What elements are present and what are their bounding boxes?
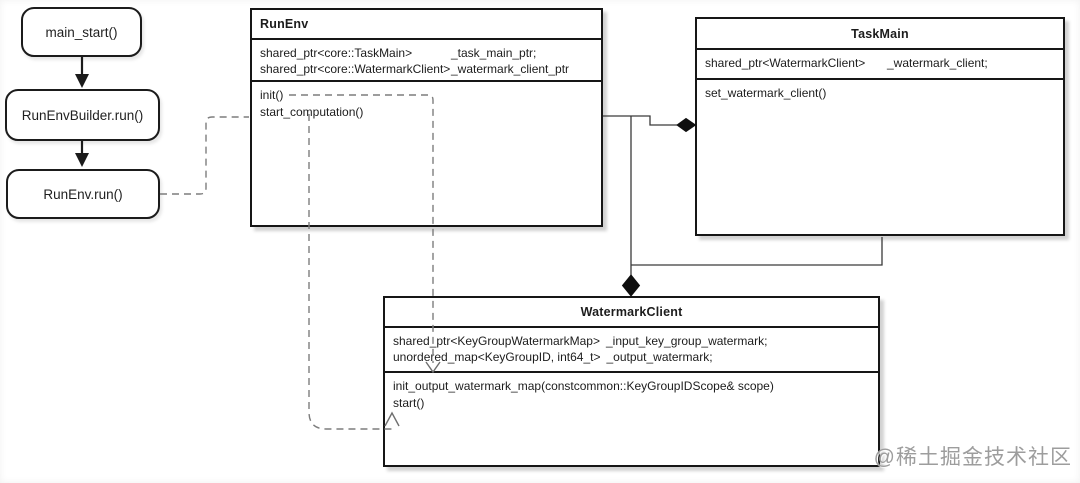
class-title: RunEnv <box>252 10 601 40</box>
class-title: TaskMain <box>697 19 1063 50</box>
flow-node-runenv-run: RunEnv.run() <box>6 169 160 219</box>
attribute-type: shared_ptr<WatermarkClient> <box>705 56 866 70</box>
method: start() <box>393 396 425 410</box>
class-box-runenv: RunEnv shared_ptr<core::TaskMain> _task_… <box>250 8 603 227</box>
attribute-type: shared_ptr<core::WatermarkClient> <box>260 62 451 76</box>
attribute-row: shared_ptr<WatermarkClient> _watermark_c… <box>705 55 1055 71</box>
attribute-name: _task_main_ptr; <box>451 46 537 60</box>
class-title: WatermarkClient <box>385 298 878 328</box>
class-attributes: shared_ptr<KeyGroupWatermarkMap> _input_… <box>385 328 878 373</box>
composition-diamond-icon <box>676 117 697 133</box>
composition-link-taskmain-to-watermarkclient <box>631 237 883 266</box>
attribute-type: shared_ptr<KeyGroupWatermarkMap> <box>393 334 600 348</box>
flow-node-label: RunEnv.run() <box>43 186 123 202</box>
attribute-row: shared_ptr<core::WatermarkClient> _water… <box>260 61 593 77</box>
method: start_computation() <box>260 105 364 119</box>
site-watermark: @稀土掘金技术社区 <box>873 446 1072 469</box>
flow-node-main-start: main_start() <box>21 7 142 57</box>
flow-node-label: RunEnvBuilder.run() <box>21 107 144 123</box>
composition-diamond-icon <box>621 274 641 297</box>
flow-arrowhead-icon <box>75 74 89 88</box>
method: init_output_watermark_map(constcommon::K… <box>393 379 774 393</box>
flow-node-runenvbuilder-run: RunEnvBuilder.run() <box>5 89 160 141</box>
class-methods: set_watermark_client() <box>697 80 1063 101</box>
attribute-row: shared_ptr<KeyGroupWatermarkMap> _input_… <box>393 333 870 349</box>
class-box-watermarkclient: WatermarkClient shared_ptr<KeyGroupWater… <box>383 296 880 467</box>
attribute-name: _output_watermark; <box>606 350 713 364</box>
method: set_watermark_client() <box>705 86 827 100</box>
attribute-name: _watermark_client; <box>887 56 988 70</box>
attribute-type: unordered_map<KeyGroupID, int64_t> <box>393 350 601 364</box>
attribute-name: _input_key_group_watermark; <box>605 334 768 348</box>
attribute-row: unordered_map<KeyGroupID, int64_t> _outp… <box>393 349 870 365</box>
class-attributes: shared_ptr<core::TaskMain> _task_main_pt… <box>252 40 601 82</box>
flow-node-label: main_start() <box>45 24 118 40</box>
method: init() <box>260 88 284 102</box>
class-methods: init_output_watermark_map(constcommon::K… <box>385 373 878 411</box>
attribute-row: shared_ptr<core::TaskMain> _task_main_pt… <box>260 45 593 61</box>
class-box-taskmain: TaskMain shared_ptr<WatermarkClient> _wa… <box>695 17 1065 236</box>
attribute-type: shared_ptr<core::TaskMain> <box>260 46 413 60</box>
attribute-name: _watermark_client_ptr <box>451 62 570 76</box>
flow-arrowhead-icon <box>75 153 89 167</box>
dashed-link-runenvrun-to-runenv <box>160 116 249 195</box>
class-methods: init() start_computation() <box>252 82 601 120</box>
composition-link-runenv-to-taskmain <box>603 115 677 126</box>
class-attributes: shared_ptr<WatermarkClient> _watermark_c… <box>697 50 1063 80</box>
